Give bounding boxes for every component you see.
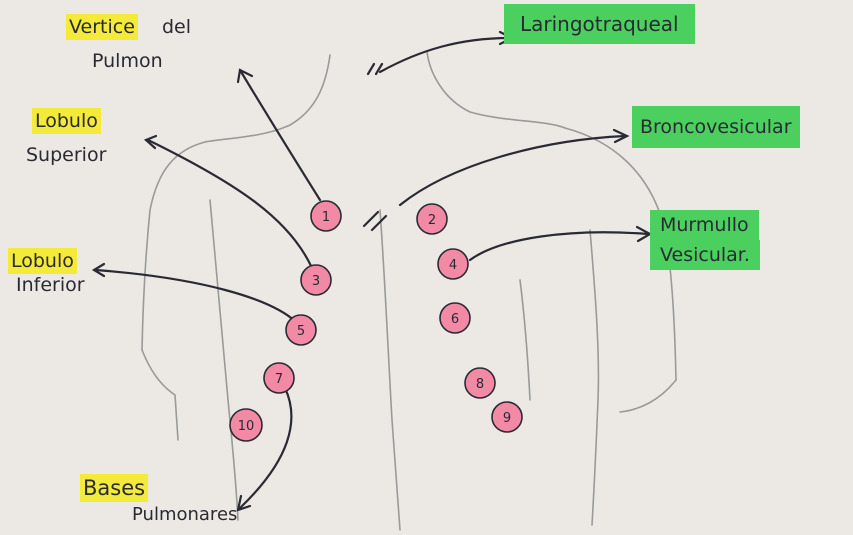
svg-text:1: 1 <box>322 210 330 225</box>
neck-left-outline <box>204 54 331 143</box>
vertice-pulmon-text: Pulmon <box>92 50 163 72</box>
point-7: 7 <box>263 362 295 394</box>
arm-left-outline <box>141 349 179 441</box>
arrow-bases-head <box>236 494 252 512</box>
svg-text:2: 2 <box>428 213 436 228</box>
lobulo-superior-highlight: Lobulo <box>32 108 101 134</box>
svg-text:3: 3 <box>312 274 320 289</box>
vesicular-label: Vesicular. <box>650 240 760 270</box>
point-2: 2 <box>416 203 448 235</box>
arrow-lobulo-sup-line <box>146 138 314 270</box>
vertice-del-text: del <box>161 16 191 38</box>
svg-text:6: 6 <box>451 312 459 327</box>
arrow-murmullo-line <box>468 231 650 262</box>
svg-text:5: 5 <box>297 324 305 339</box>
murmullo-highlight: Murmullo <box>650 210 759 240</box>
arrow-lobulo-inf-head <box>91 262 106 278</box>
svg-text:8: 8 <box>476 377 484 392</box>
arrow-lobulo-inf-line <box>94 268 298 324</box>
laringotraqueal-highlight: Laringotraqueal <box>504 4 695 44</box>
bases-label: Bases <box>80 474 149 502</box>
laringotraqueal-label: Laringotraqueal <box>504 4 695 44</box>
svg-text:7: 7 <box>275 372 283 387</box>
arrow-laringo-line <box>378 36 512 74</box>
lobulo-inferior-highlight: Lobulo <box>8 248 77 274</box>
arrow-bronco-head <box>612 128 630 144</box>
bases-highlight: Bases <box>80 474 149 502</box>
point-9: 9 <box>491 401 523 433</box>
point-8: 8 <box>464 367 496 399</box>
svg-text:10: 10 <box>238 419 255 434</box>
lobulo-superior-text: Superior <box>26 144 107 166</box>
break-mark-mid-2 <box>370 214 388 232</box>
spine-line <box>379 209 401 531</box>
arrows <box>91 30 653 512</box>
arrow-bases-line <box>238 386 293 510</box>
broncovesicular-label: Broncovesicular <box>632 106 800 148</box>
neck-right-outline <box>426 51 566 129</box>
point-3: 3 <box>300 264 332 296</box>
arrow-vertice-head <box>236 68 254 84</box>
vertice-highlight: Vertice <box>66 14 138 40</box>
break-mark-mid-1 <box>362 210 380 228</box>
torso-left-side <box>209 199 239 521</box>
svg-text:4: 4 <box>449 258 457 273</box>
broncovesicular-highlight: Broncovesicular <box>632 106 800 148</box>
lobulo-inferior-label: Lobulo <box>8 248 77 274</box>
arm-right-outline <box>619 379 677 413</box>
vertice-label: Vertice del <box>66 14 191 40</box>
shoulder-left-outline <box>141 141 206 351</box>
point-10: 10 <box>229 408 263 442</box>
arrow-vertice-line <box>238 68 322 202</box>
armpit-right <box>519 279 531 401</box>
point-1: 1 <box>310 200 342 232</box>
murmullo-label: Murmullo <box>650 210 759 240</box>
point-5: 5 <box>285 314 317 346</box>
bases-pulmonares-text: Pulmonares <box>132 504 238 525</box>
point-4: 4 <box>437 248 469 280</box>
torso-outline <box>141 51 677 531</box>
lobulo-inferior-text: Inferior <box>16 274 85 296</box>
auscultation-points: 1 2 3 4 5 6 7 8 9 10 <box>229 200 523 442</box>
lobulo-superior-label: Lobulo <box>32 108 101 134</box>
svg-text:9: 9 <box>503 411 511 426</box>
break-mark-top-2 <box>374 62 384 76</box>
arrow-bronco-line <box>398 134 627 207</box>
vesicular-highlight: Vesicular. <box>650 240 760 270</box>
point-6: 6 <box>439 302 471 334</box>
arrow-lobulo-sup-head <box>143 134 158 150</box>
break-mark-top-1 <box>366 62 376 76</box>
torso-right-side <box>589 229 600 526</box>
